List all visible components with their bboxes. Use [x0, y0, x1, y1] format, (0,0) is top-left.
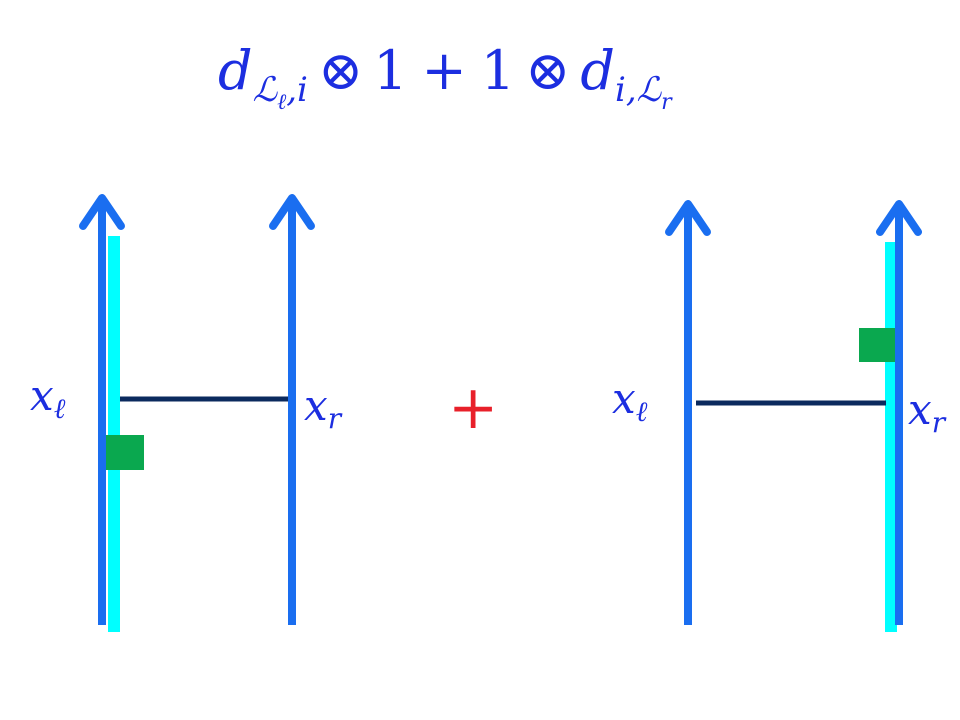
formula-otimes1: ⊗ — [318, 39, 363, 102]
plus-separator: + — [448, 373, 498, 443]
left-diagram: xℓ xr — [30, 194, 343, 632]
formula-sub1-script: ℒ — [253, 70, 279, 110]
left-label-xl-sub: ℓ — [54, 392, 66, 425]
right-label-xl-base: x — [612, 374, 636, 423]
formula-sub1-rest: ,i — [286, 70, 308, 110]
left-arrow-head-xr-icon — [269, 194, 315, 230]
right-label-xr-base: x — [908, 385, 932, 434]
left-label-xr-base: x — [304, 381, 328, 430]
right-diagram: xℓ xr — [612, 200, 947, 632]
right-arrow-head-xr-icon — [876, 200, 922, 236]
left-label-xr: xr — [304, 381, 343, 435]
left-highlight-strand — [108, 236, 120, 632]
right-label-xl-sub: ℓ — [636, 395, 648, 428]
left-label-xl-base: x — [30, 371, 54, 420]
formula-sub2-prefix: i, — [615, 70, 637, 110]
formula-one1: 1 — [373, 39, 407, 102]
formula-plus: + — [422, 39, 467, 102]
formula-one2: 1 — [481, 39, 515, 102]
formula-sub2-script: ℒ — [637, 70, 663, 110]
right-green-box — [859, 328, 895, 362]
formula-d2: d — [580, 39, 615, 102]
left-label-xl: xℓ — [30, 371, 66, 425]
left-green-box — [106, 435, 144, 470]
formula-sub1-script-sub: ℓ — [277, 90, 287, 115]
formula-otimes2: ⊗ — [525, 39, 570, 102]
left-label-xr-sub: r — [328, 402, 343, 435]
left-arrow-head-xl-icon — [79, 194, 125, 230]
right-label-xr: xr — [908, 385, 947, 439]
right-label-xr-sub: r — [932, 406, 947, 439]
right-arrow-head-xl-icon — [665, 200, 711, 236]
right-label-xl: xℓ — [612, 374, 648, 428]
formula-sub2-script-sub: r — [661, 90, 673, 115]
formula: dℒℓ,i⊗1+1⊗di,ℒr — [218, 39, 673, 115]
formula-d1: d — [218, 39, 253, 102]
